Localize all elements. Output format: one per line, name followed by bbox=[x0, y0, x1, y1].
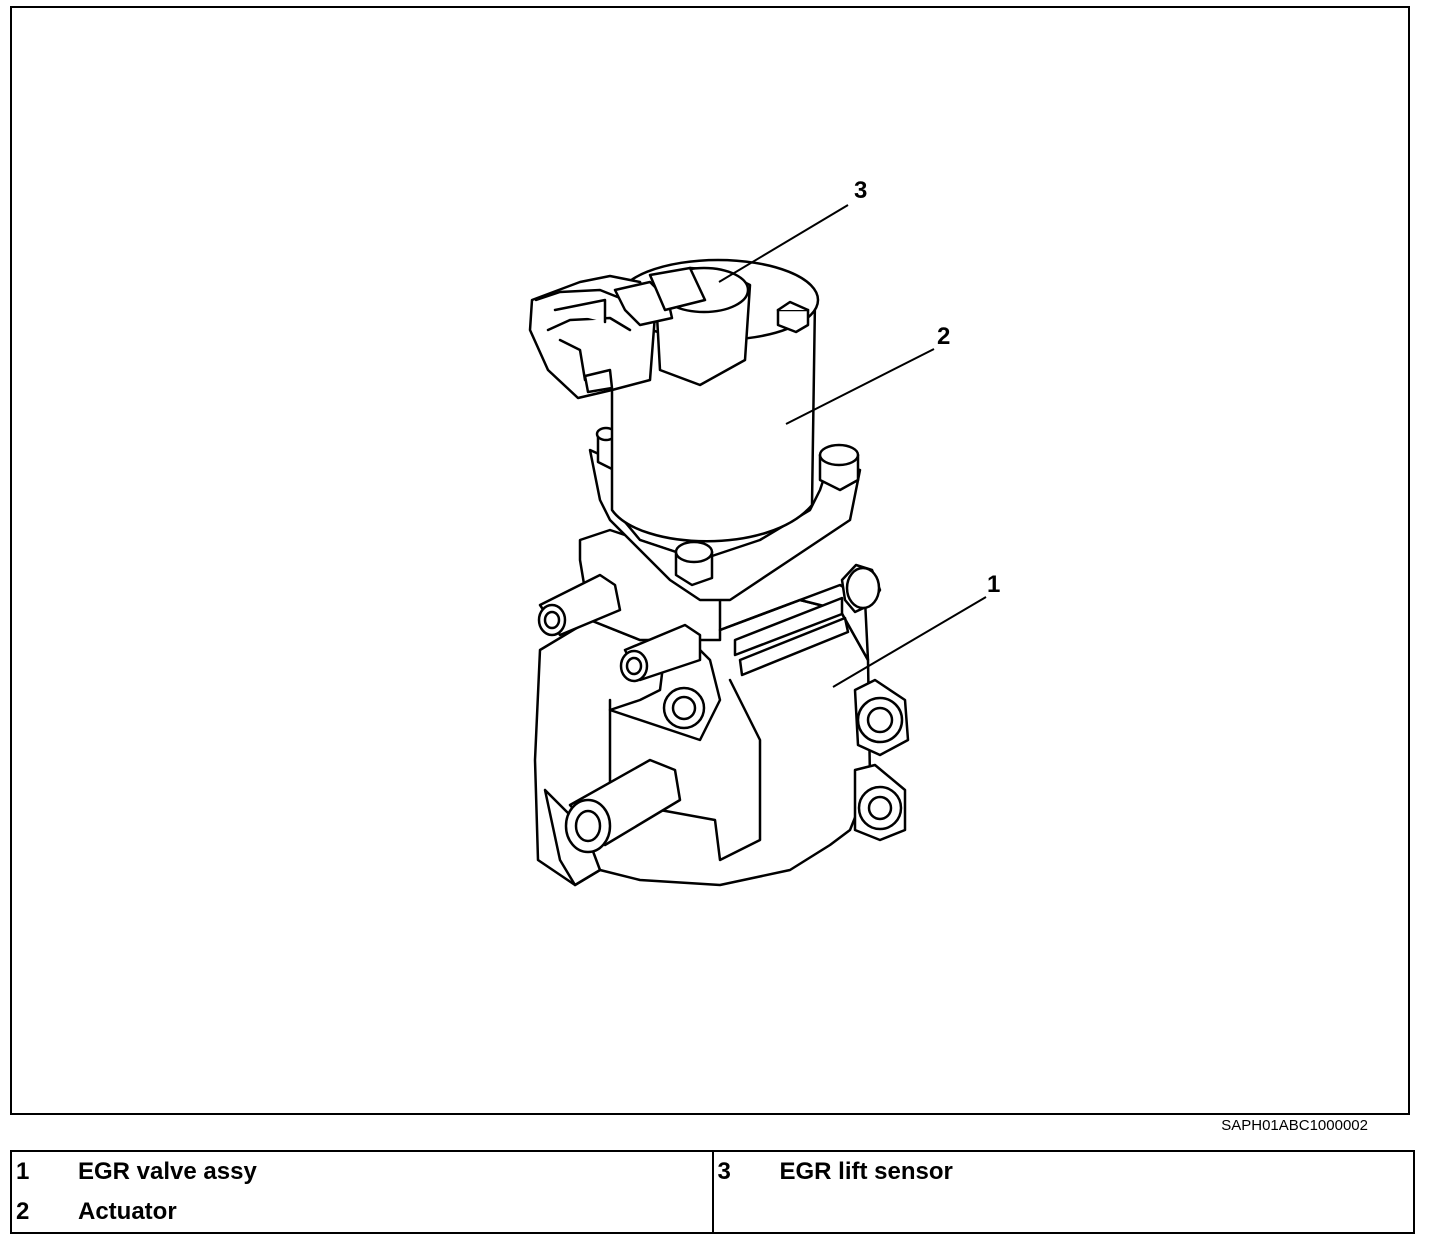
legend-number: 2 bbox=[16, 1198, 30, 1225]
legend-number: 3 bbox=[717, 1158, 731, 1185]
legend-row: 1 EGR valve assy bbox=[12, 1152, 712, 1192]
legend-label: EGR lift sensor bbox=[779, 1158, 953, 1185]
actuator-flange bbox=[588, 426, 882, 614]
figure-frame bbox=[10, 6, 1410, 1115]
legend-column-left: 1 EGR valve assy 2 Actuator bbox=[10, 1150, 714, 1234]
legend-number: 1 bbox=[16, 1158, 30, 1185]
legend-label: EGR valve assy bbox=[78, 1158, 257, 1185]
egr-valve-illustration: 3 2 1 bbox=[528, 177, 1000, 887]
legend-table: 1 EGR valve assy 2 Actuator 3 EGR lift s… bbox=[10, 1150, 1415, 1234]
legend-label: Actuator bbox=[78, 1198, 177, 1225]
legend-row: 2 Actuator bbox=[12, 1192, 712, 1232]
callout-2: 2 bbox=[937, 323, 950, 350]
leader-line-1 bbox=[832, 596, 987, 688]
leader-line-2 bbox=[785, 348, 935, 425]
legend-row: 3 EGR lift sensor bbox=[714, 1152, 1414, 1192]
leader-line-3 bbox=[718, 204, 849, 283]
connector bbox=[528, 266, 707, 400]
legend-column-right: 3 EGR lift sensor bbox=[711, 1150, 1415, 1234]
callout-3: 3 bbox=[854, 177, 867, 204]
figure-id: SAPH01ABC1000002 bbox=[1221, 1117, 1368, 1134]
callout-1: 1 bbox=[987, 571, 1000, 598]
valve-body bbox=[533, 528, 910, 887]
